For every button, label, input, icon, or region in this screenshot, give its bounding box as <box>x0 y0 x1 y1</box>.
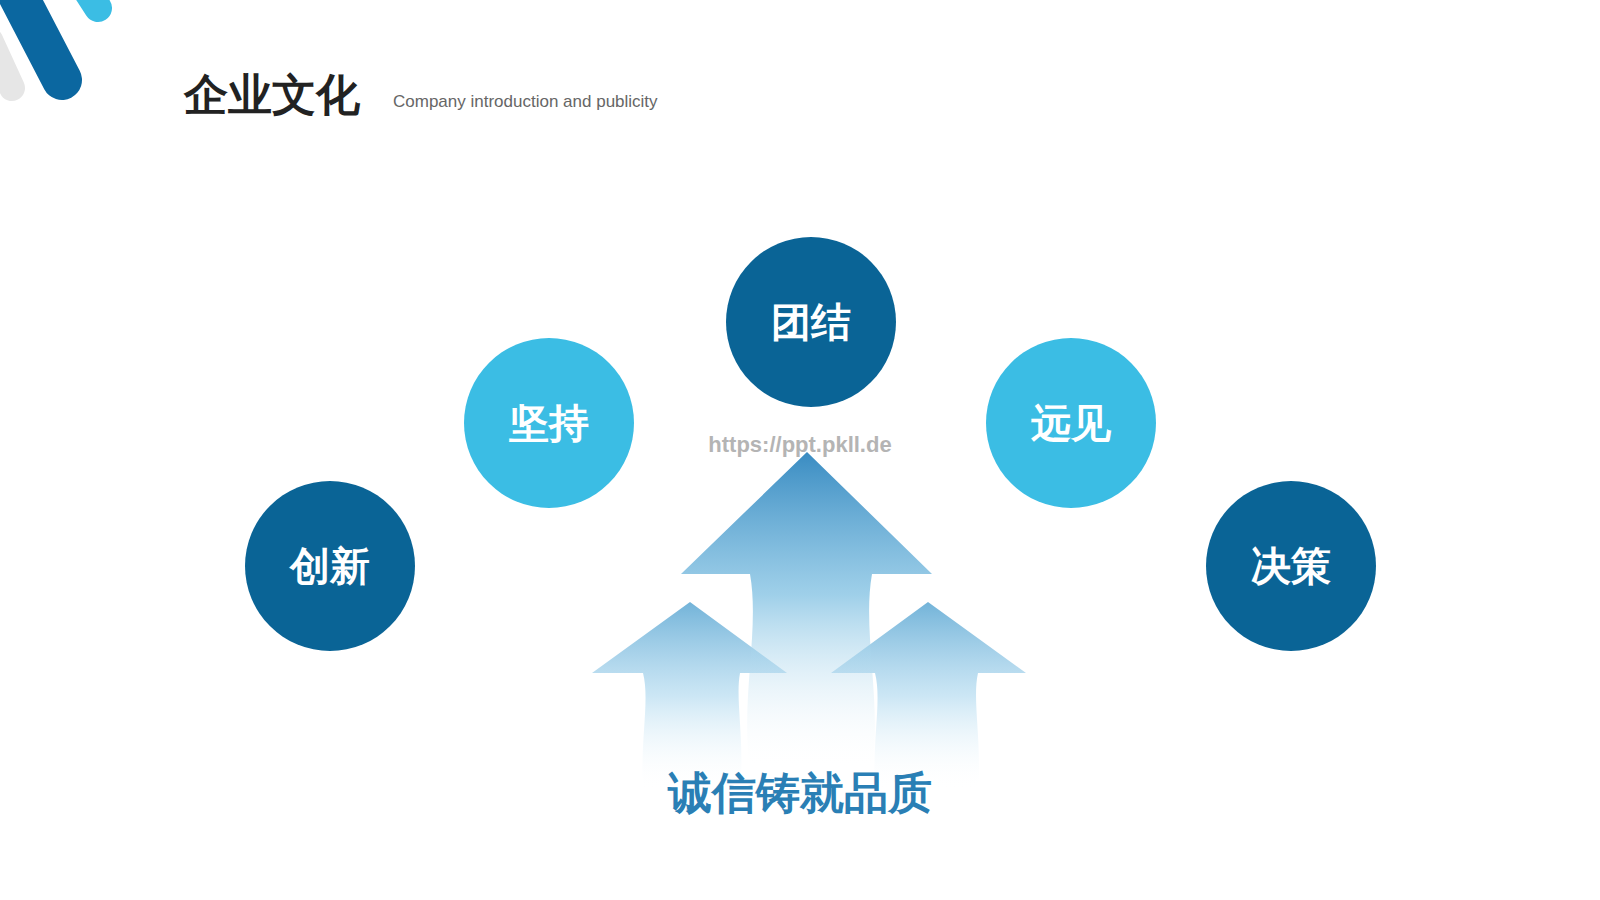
circle-label: 远见 <box>1031 396 1111 451</box>
value-circle: 远见 <box>986 338 1156 508</box>
arrows-illustration <box>592 452 1026 790</box>
label-holder: 诚信铸就品质 <box>668 764 932 823</box>
value-circle: 坚持 <box>464 338 634 508</box>
watermark: https://ppt.pkll.de <box>708 432 891 458</box>
circle-fill <box>245 481 415 651</box>
circle-label: 决策 <box>1251 539 1331 594</box>
circle-fill <box>726 237 896 407</box>
corner-decoration <box>0 0 98 88</box>
label-holder: https://ppt.pkll.de <box>708 432 891 458</box>
slogan: 诚信铸就品质 <box>668 764 932 823</box>
title-holder: 企业文化 <box>184 66 360 125</box>
circle-label: 坚持 <box>509 396 589 451</box>
circle-fill <box>986 338 1156 508</box>
circle-fill <box>1206 481 1376 651</box>
value-circle: 创新 <box>245 481 415 651</box>
circle-label: 创新 <box>290 539 370 594</box>
circle-fill <box>464 338 634 508</box>
subtitle: Company introduction and publicity <box>393 92 658 112</box>
page-title: 企业文化 <box>184 66 360 125</box>
circle-label: 团结 <box>771 295 851 350</box>
value-circle: 决策 <box>1206 481 1376 651</box>
value-circle: 团结 <box>726 237 896 407</box>
label-holder: Company introduction and publicity <box>393 92 658 112</box>
